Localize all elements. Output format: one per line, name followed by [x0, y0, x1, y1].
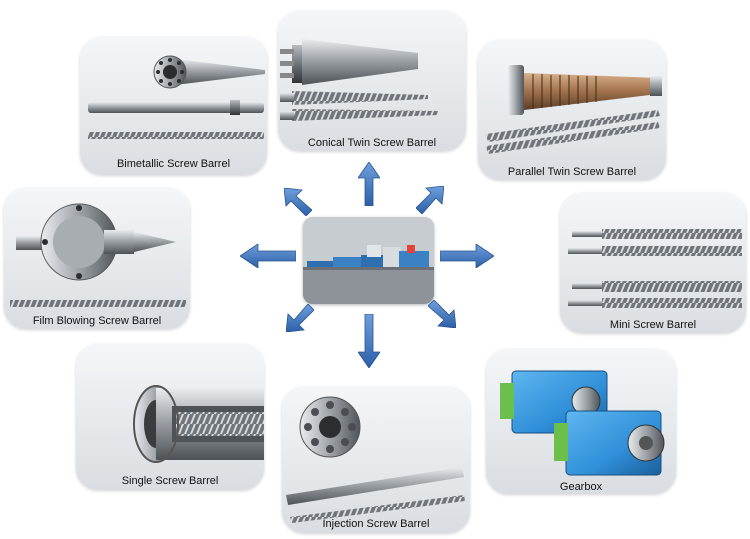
product-card-bimetallic[interactable]: Bimetallic Screw Barrel [80, 37, 267, 175]
product-card-injection[interactable]: Injection Screw Barrel [282, 387, 470, 533]
arrow-down-icon [358, 314, 380, 368]
gearbox-icon [500, 370, 665, 476]
arrow-left-icon [240, 244, 296, 268]
bimetallic-barrel-icon [88, 55, 265, 139]
parallel-twin-barrel-icon [486, 65, 662, 154]
caption-single: Single Screw Barrel [121, 475, 219, 487]
product-card-parallel-twin[interactable]: Parallel Twin Screw Barrel [478, 40, 666, 180]
arrow-up-icon [358, 162, 380, 206]
film-blowing-barrel-icon [10, 203, 186, 307]
single-screw-barrel-icon [133, 385, 264, 463]
caption-film-blowing: Film Blowing Screw Barrel [32, 315, 162, 327]
product-card-gearbox[interactable]: Gearbox [486, 349, 676, 494]
caption-bimetallic: Bimetallic Screw Barrel [116, 158, 231, 170]
arrow-down-right-icon [428, 300, 456, 328]
arrow-down-left-icon [286, 304, 314, 332]
mini-screw-icon [568, 229, 742, 308]
arrow-up-right-icon [416, 186, 444, 214]
caption-mini: Mini Screw Barrel [609, 319, 697, 331]
extrusion-line-image [303, 217, 434, 304]
product-card-single[interactable]: Single Screw Barrel [76, 344, 264, 490]
caption-parallel-twin: Parallel Twin Screw Barrel [507, 166, 637, 178]
arrow-right-icon [440, 244, 494, 268]
caption-gearbox: Gearbox [559, 481, 603, 493]
product-card-conical-twin[interactable]: Conical Twin Screw Barrel [278, 11, 466, 151]
extrusion-line-machine-icon [303, 217, 434, 304]
injection-screw-barrel-icon [286, 396, 465, 523]
product-card-film-blowing[interactable]: Film Blowing Screw Barrel [4, 188, 190, 329]
arrow-up-left-icon [284, 188, 312, 216]
caption-injection: Injection Screw Barrel [322, 518, 430, 530]
product-card-mini[interactable]: Mini Screw Barrel [560, 193, 746, 333]
caption-conical-twin: Conical Twin Screw Barrel [307, 137, 437, 149]
conical-twin-barrel-icon [280, 39, 438, 121]
